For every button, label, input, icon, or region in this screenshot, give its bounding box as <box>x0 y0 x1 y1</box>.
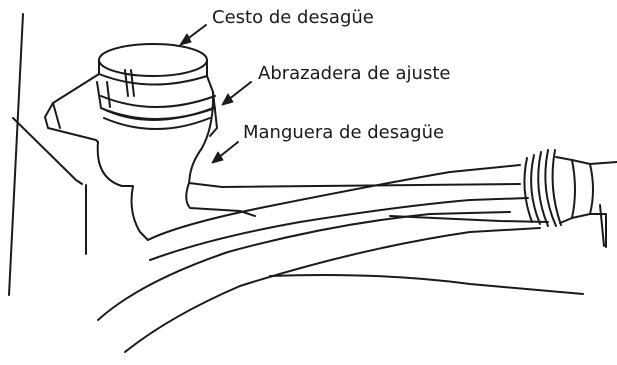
leader-cesto <box>185 24 207 41</box>
label-drain-hose: Manguera de desagüe <box>243 122 445 143</box>
leader-abraz <box>227 81 252 101</box>
washer-cabinet-edge <box>8 13 87 296</box>
hose-end-clamp <box>523 149 594 227</box>
adjustment-clamp <box>100 95 216 120</box>
arrowhead-abraz <box>221 93 234 106</box>
label-drain-basket: Cesto de desagüe <box>212 7 374 28</box>
inlet-tube <box>185 182 549 223</box>
drain-hose <box>97 164 584 353</box>
arrowhead-mang <box>211 151 224 164</box>
leader-mang <box>217 141 239 159</box>
leader-lines <box>179 24 252 164</box>
standpipe <box>589 161 617 248</box>
label-adjustment-clamp: Abrazadera de ajuste <box>258 63 451 84</box>
arrowhead-cesto <box>179 33 192 46</box>
drain-basket <box>44 43 218 241</box>
